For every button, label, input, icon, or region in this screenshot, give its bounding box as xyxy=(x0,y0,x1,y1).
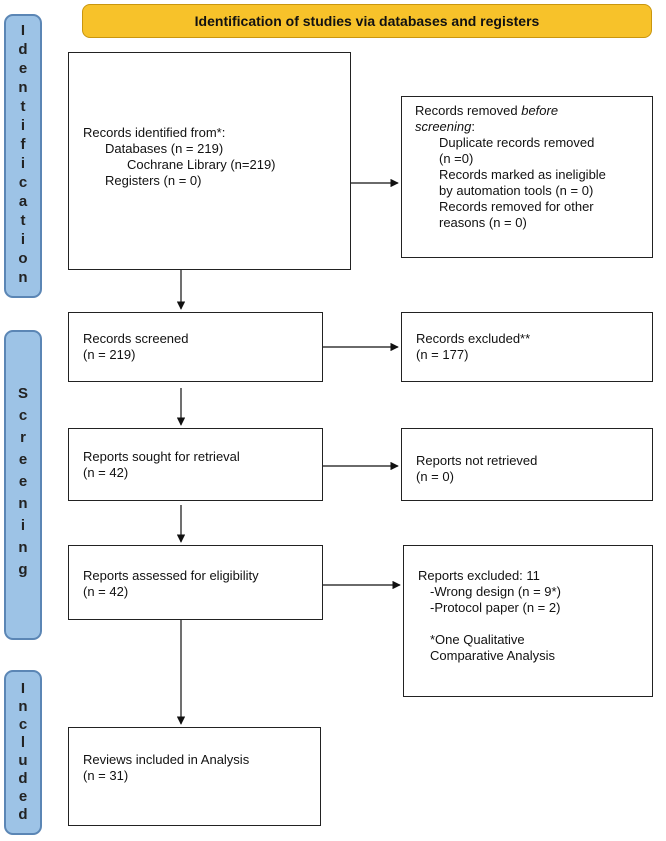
other-removed-line-1: Records removed for other xyxy=(439,199,594,214)
phase-letter: e xyxy=(18,451,28,468)
phase-letter: a xyxy=(18,193,28,210)
phase-letter: c xyxy=(18,407,28,424)
records-excluded-count: (n = 177) xyxy=(416,347,469,362)
wrong-design-count: -Wrong design (n = 9*) xyxy=(430,584,561,599)
phase-letter: e xyxy=(18,60,28,77)
header-banner: Identification of studies via databases … xyxy=(82,4,652,38)
phase-letter: i xyxy=(20,117,26,134)
reviews-included-title: Reviews included in Analysis xyxy=(83,752,250,767)
phase-letter: n xyxy=(18,495,28,512)
protocol-paper-count: -Protocol paper (n = 2) xyxy=(430,600,561,615)
reports-sought-box: Reports sought for retrieval (n = 42) xyxy=(68,428,323,501)
phase-letter: d xyxy=(18,805,28,823)
phase-letter: d xyxy=(18,41,28,58)
phase-letter: c xyxy=(18,715,28,733)
reports-assessed-count: (n = 42) xyxy=(83,584,129,599)
phase-letter: i xyxy=(20,517,26,534)
records-removed-title-cont: screening: xyxy=(415,119,475,134)
reports-excluded-box: Reports excluded: 11 -Wrong design (n = … xyxy=(403,545,653,697)
reviews-included-count: (n = 31) xyxy=(83,768,129,783)
phase-letter: n xyxy=(18,269,28,286)
phase-letter: e xyxy=(18,787,28,805)
records-removed-box: Records removed before screening: Duplic… xyxy=(401,96,653,258)
phase-letter: n xyxy=(18,79,28,96)
reports-not-retrieved-title: Reports not retrieved xyxy=(416,453,538,468)
reports-assessed-box: Reports assessed for eligibility (n = 42… xyxy=(68,545,323,620)
phase-letter: n xyxy=(18,539,28,556)
duplicate-records-line-2: (n =0) xyxy=(439,151,474,166)
phase-letter: g xyxy=(18,561,28,578)
reports-not-retrieved-count: (n = 0) xyxy=(416,469,454,484)
phase-letter: S xyxy=(17,385,28,402)
reports-assessed-title: Reports assessed for eligibility xyxy=(83,568,259,583)
phase-letter: t xyxy=(20,98,26,115)
phase-letter: c xyxy=(18,174,28,191)
records-screened-count: (n = 219) xyxy=(83,347,136,362)
records-screened-title: Records screened xyxy=(83,331,189,346)
records-identified-box: Records identified from*: Databases (n =… xyxy=(68,52,351,270)
phase-letter: r xyxy=(20,429,26,446)
phase-letter: n xyxy=(18,697,28,715)
phase-letter: i xyxy=(20,231,26,248)
registers-count: Registers (n = 0) xyxy=(105,173,202,188)
header-title: Identification of studies via databases … xyxy=(194,13,540,29)
databases-count: Databases (n = 219) xyxy=(105,141,224,156)
qualitative-note-line-1: *One Qualitative xyxy=(430,632,525,647)
reports-excluded-title: Reports excluded: 11 xyxy=(418,568,540,583)
cochrane-count: Cochrane Library (n=219) xyxy=(127,157,276,172)
records-excluded-title: Records excluded** xyxy=(416,331,531,346)
phase-letter: I xyxy=(20,679,26,697)
phase-letter: l xyxy=(20,733,26,751)
reviews-included-box: Reviews included in Analysis (n = 31) xyxy=(68,727,321,826)
phase-letter: e xyxy=(18,473,28,490)
other-removed-line-2: reasons (n = 0) xyxy=(439,215,527,230)
phase-letter: I xyxy=(20,22,26,39)
phase-letter: f xyxy=(20,136,26,153)
reports-not-retrieved-box: Reports not retrieved (n = 0) xyxy=(401,428,653,501)
reports-sought-count: (n = 42) xyxy=(83,465,129,480)
ineligible-records-line-1: Records marked as ineligible xyxy=(439,167,606,182)
phase-letter: d xyxy=(18,769,28,787)
phase-letter: i xyxy=(20,155,26,172)
qualitative-note-line-2: Comparative Analysis xyxy=(430,648,555,663)
records-excluded-box: Records excluded** (n = 177) xyxy=(401,312,653,382)
phase-letter: o xyxy=(18,250,28,267)
reports-sought-title: Reports sought for retrieval xyxy=(83,449,240,464)
duplicate-records-line-1: Duplicate records removed xyxy=(439,135,595,150)
phase-letter: t xyxy=(20,212,26,229)
records-screened-box: Records screened (n = 219) xyxy=(68,312,323,382)
ineligible-records-line-2: by automation tools (n = 0) xyxy=(439,183,594,198)
records-removed-title: Records removed before xyxy=(415,103,559,118)
phase-letter: u xyxy=(18,751,28,769)
records-identified-title: Records identified from*: xyxy=(83,125,226,140)
